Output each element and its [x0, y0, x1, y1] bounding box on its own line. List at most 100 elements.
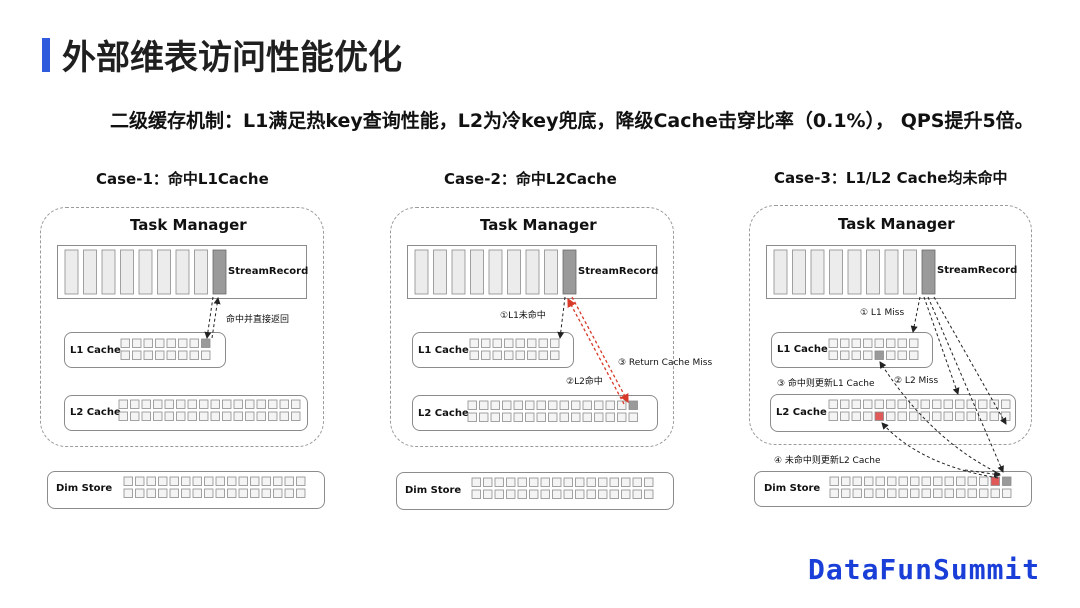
- case-2-dim-cell: [483, 489, 493, 499]
- case-2-l2-cell: [536, 400, 546, 410]
- case-3-stream-slot: [773, 249, 788, 295]
- case-3-l2-cell: [909, 399, 919, 409]
- case-3-stream-slot-current: [921, 249, 936, 295]
- case-2-l2-cell: [479, 412, 489, 422]
- case-3-dim-cell: [841, 488, 851, 498]
- case-2-l2-cell: [536, 412, 546, 422]
- case-2-annotation-return-cache-miss: ③ Return Cache Miss: [618, 358, 713, 368]
- case-1-dim-cell: [146, 476, 156, 486]
- case-1-title: Case-1：命中L1Cache: [96, 170, 269, 188]
- case-1-l1-cell: [166, 350, 176, 360]
- case-1-dim-cell: [238, 476, 248, 486]
- case-2-title: Case-2：命中L2Cache: [444, 170, 617, 188]
- case-1-l2-cell: [210, 411, 220, 421]
- case-1-dim-cell: [146, 488, 156, 498]
- case-2-l1-cell: [504, 350, 514, 360]
- case-2-dim-cell: [506, 477, 516, 487]
- case-2-l1-cell: [550, 350, 560, 360]
- case-1-stream-slot: [194, 249, 208, 295]
- case-2-l2-cell: [594, 412, 604, 422]
- case-1-dim-cell: [158, 476, 168, 486]
- case-1-dim-cell: [296, 476, 306, 486]
- case-1-stream-slot: [175, 249, 190, 295]
- case-3-stream-record-label: StreamRecord: [937, 265, 1018, 276]
- case-2-dim-cell: [632, 477, 642, 487]
- page-subtitle: 二级缓存机制：L1满足热key查询性能，L2为冷key兜底，降级Cache击穿比…: [110, 110, 1034, 132]
- case-1-l1-cell: [155, 350, 165, 360]
- case-3-dim-cell: [967, 488, 977, 498]
- case-1-l2-cell: [245, 399, 255, 409]
- case-3-dim-cell: [956, 476, 966, 486]
- case-1-dim-cell: [123, 476, 133, 486]
- case-3-l2-cell: [886, 411, 896, 421]
- case-3-dim-cell: [990, 488, 1000, 498]
- case-2-l2-cell: [628, 412, 638, 422]
- case-1-dim-cell: [250, 476, 260, 486]
- case-3-l1-cell: [840, 350, 850, 360]
- case-1-task-manager: [40, 207, 324, 447]
- case-2-dim-cell: [575, 477, 585, 487]
- case-1-dim-cell: [227, 476, 237, 486]
- case-3-stream-slot: [884, 249, 899, 295]
- case-2-dim-cell: [632, 489, 642, 499]
- case-1-dim-cell: [227, 488, 237, 498]
- case-1-task-manager-title: Task Manager: [130, 216, 247, 234]
- case-1-l1-cell: [178, 338, 188, 348]
- case-3-l1-cell: [828, 338, 838, 348]
- case-1-annotation-hit-return: 命中并直接返回: [226, 315, 290, 325]
- case-2-l2-cell: [479, 400, 489, 410]
- case-1-l1-cell: [143, 350, 153, 360]
- case-3-dim-cell: [864, 488, 874, 498]
- case-1-dim-cell: [123, 488, 133, 498]
- case-2-l1-cell: [492, 338, 502, 348]
- case-3-l1-cell: [909, 338, 919, 348]
- case-2-l2-cell: [548, 400, 558, 410]
- case-1-arrow-return: [211, 297, 221, 339]
- case-1-dim-cell: [296, 488, 306, 498]
- case-2-l2-cell: [582, 412, 592, 422]
- case-3-dim-cell: [933, 488, 943, 498]
- case-3-annotation-update-l1: ③ 命中则更新L1 Cache: [777, 379, 875, 389]
- case-2-dim-cell: [586, 477, 596, 487]
- case-3-l2-cell: [943, 411, 953, 421]
- case-1-dim-cell: [261, 488, 271, 498]
- case-2-l1-cache-label: L1 Cache: [418, 345, 469, 356]
- case-1-dim-cell: [192, 488, 202, 498]
- case-2-dim-cell: [644, 477, 654, 487]
- case-2-l2-cell: [605, 400, 615, 410]
- case-1-l1-cell: [132, 338, 142, 348]
- case-2-l1-cell: [469, 338, 479, 348]
- case-2-dim-cell: [529, 477, 539, 487]
- case-3-annotation-update-l2: ④ 未命中则更新L2 Cache: [774, 456, 881, 466]
- case-2-dim-cell: [494, 477, 504, 487]
- case-2-arrow-to-l2: [571, 296, 629, 404]
- case-1-l2-cell: [176, 399, 186, 409]
- case-1-l2-cell: [222, 399, 232, 409]
- case-3-l1-cell: [874, 338, 884, 348]
- case-3-dim-cell: [875, 476, 885, 486]
- case-2-l2-cell: [605, 412, 615, 422]
- case-1-l2-cell: [153, 411, 163, 421]
- case-2-l1-cell: [527, 338, 537, 348]
- case-3-l2-cell: [955, 399, 965, 409]
- case-1-l2-cell: [118, 411, 128, 421]
- case-3-dim-cell-highlight: [1002, 476, 1012, 486]
- case-1-l1-cell: [155, 338, 165, 348]
- case-3-dim-store-label: Dim Store: [764, 483, 821, 494]
- case-2-stream-slot: [414, 249, 429, 295]
- page-title: 外部维表访问性能优化: [62, 38, 402, 78]
- case-3-dim-cell: [852, 476, 862, 486]
- case-3-dim-cell: [875, 488, 885, 498]
- case-3-l2-cell: [943, 399, 953, 409]
- case-3-dim-cell: [979, 488, 989, 498]
- case-1-l1-cell: [201, 350, 211, 360]
- case-3-dim-cell: [967, 476, 977, 486]
- case-2-l1-cell: [492, 350, 502, 360]
- case-1-dim-cell: [204, 476, 214, 486]
- case-2-stream-slot-current: [562, 249, 577, 295]
- case-2-dim-cell: [517, 477, 527, 487]
- case-1-dim-cell: [238, 488, 248, 498]
- case-3-arrow-l1-miss: [910, 296, 921, 333]
- case-2-dim-cell: [506, 489, 516, 499]
- case-3-l1-cell-highlight: [874, 350, 884, 360]
